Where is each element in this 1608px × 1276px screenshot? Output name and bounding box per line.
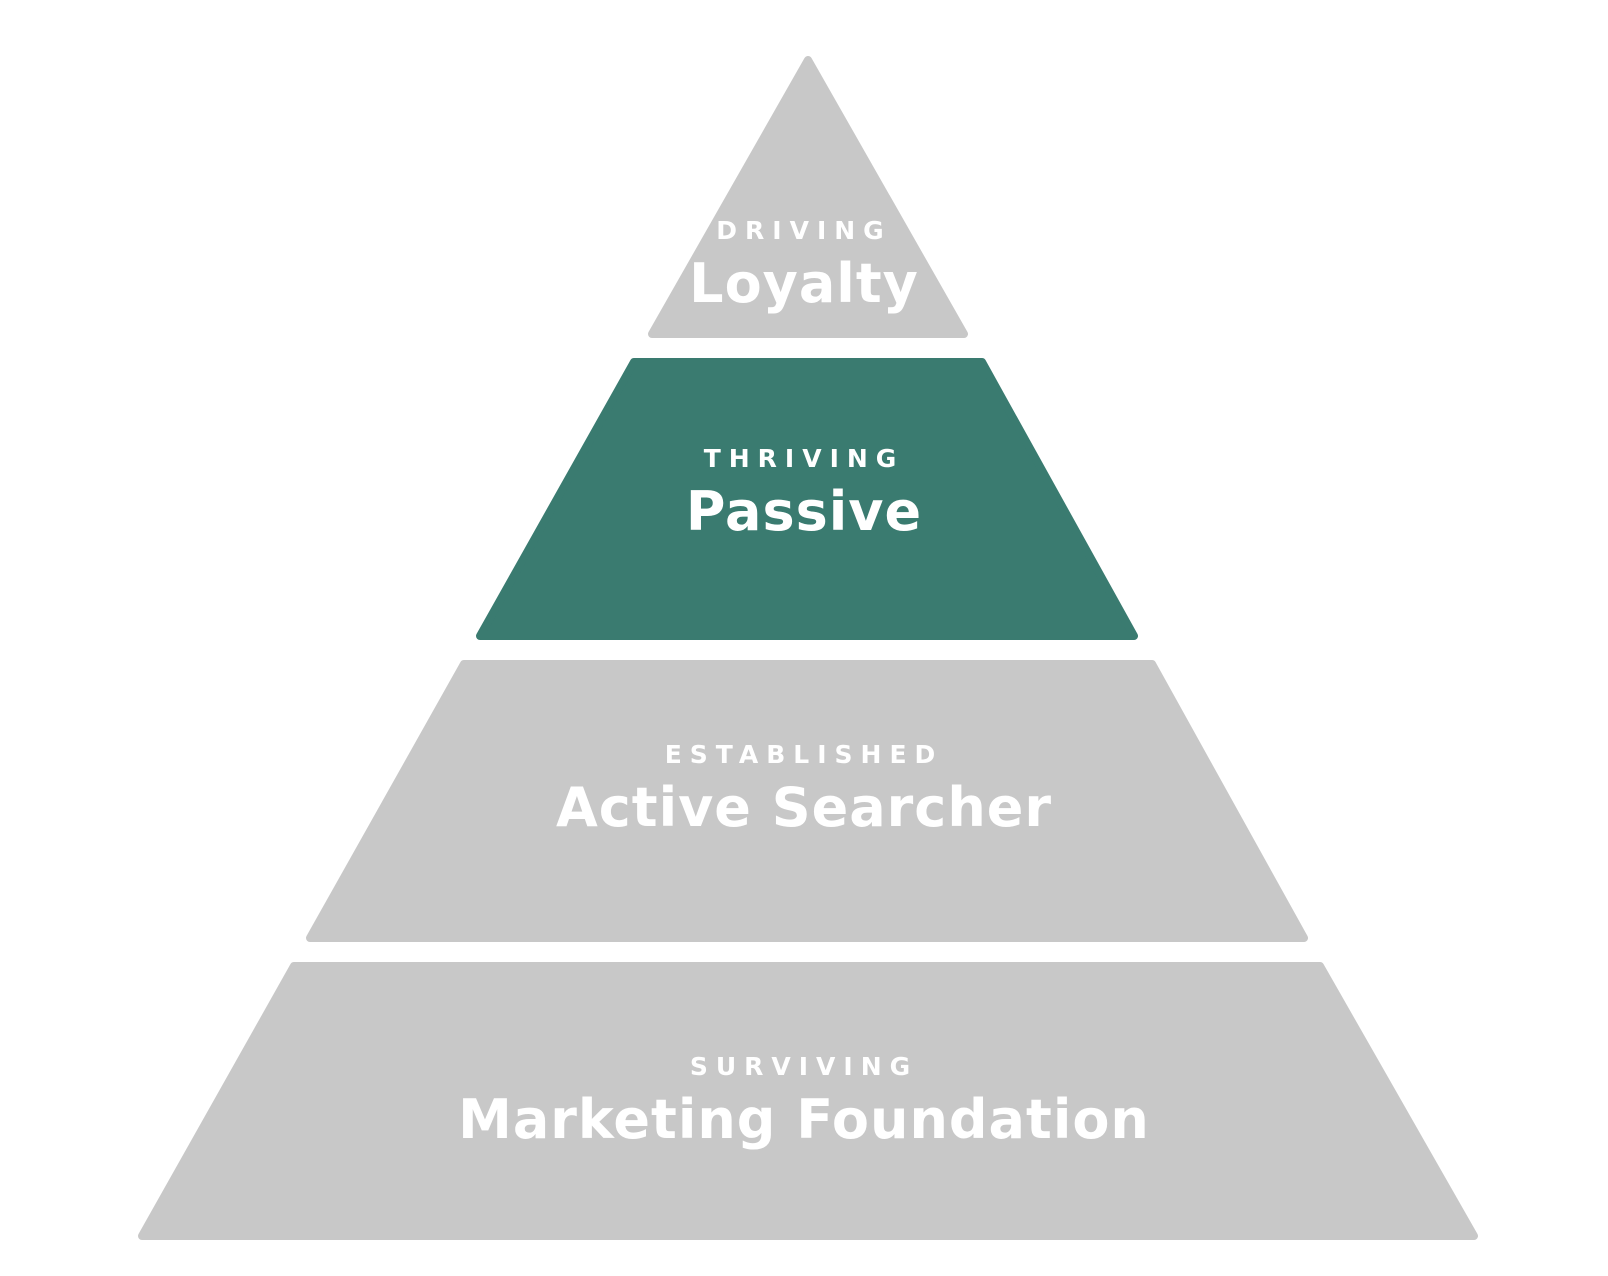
tier-thriving-shape[interactable]: [476, 358, 1138, 640]
tier-established-title: Active Searcher: [555, 776, 1053, 839]
tier-surviving-shape[interactable]: [138, 962, 1478, 1240]
tier-thriving-title: Passive: [685, 480, 923, 543]
tier-driving-title: Loyalty: [689, 252, 919, 315]
tier-driving-level: DRIVING: [716, 216, 892, 245]
tier-driving-shape[interactable]: [648, 56, 968, 338]
tier-established-level: ESTABLISHED: [664, 740, 944, 769]
tier-surviving-title: Marketing Foundation: [458, 1088, 1150, 1151]
tier-thriving-level: THRIVING: [703, 444, 905, 473]
tier-surviving-level: SURVIVING: [689, 1052, 919, 1081]
tier-established-shape[interactable]: [306, 660, 1308, 942]
